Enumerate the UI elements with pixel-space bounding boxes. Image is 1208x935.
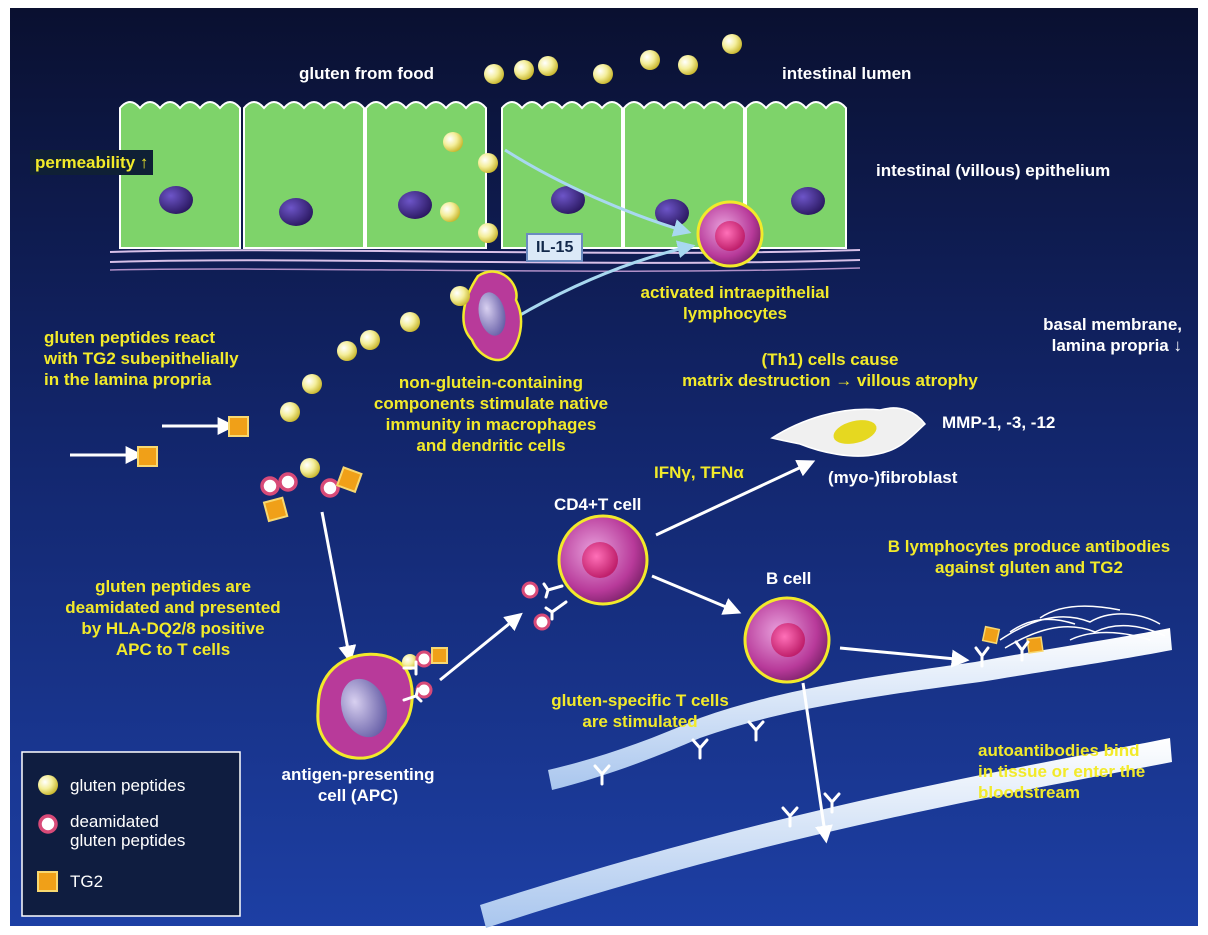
activated-lymphocytes-line-2: lymphocytes: [626, 303, 844, 324]
deamidated-peptide: [280, 474, 296, 490]
tg2: [229, 417, 248, 436]
gluten-specific-line-2: are stimulated: [530, 711, 750, 732]
tg2: [264, 498, 287, 521]
gluten-react-line-1: gluten peptides react: [44, 327, 239, 348]
gluten-specific-line-1: gluten-specific T cells: [530, 690, 750, 711]
epithelium-cell: [502, 102, 622, 248]
gluten-peptide: [484, 64, 504, 84]
basal-membrane-label: basal membrane, lamina propria ↓: [1000, 314, 1182, 356]
deamidated-peptide: [535, 615, 549, 629]
activated-lymphocyte: [698, 202, 762, 266]
non-glutein-line-3: immunity in macrophages: [360, 414, 622, 435]
gluten-peptide: [514, 60, 534, 80]
epithelium-nucleus: [159, 186, 193, 214]
il15-label: IL-15: [526, 233, 583, 262]
apc-label: antigen-presenting cell (APC): [258, 764, 458, 806]
activated-lymphocytes-line-1: activated intraepithelial: [626, 282, 844, 303]
gluten-peptide: [478, 223, 498, 243]
non-glutein-line-4: and dendritic cells: [360, 435, 622, 456]
epithelium-cell: [120, 102, 240, 248]
gluten-peptide: [538, 56, 558, 76]
autoantibodies-line-3: bloodstream: [978, 782, 1145, 803]
epithelium-cell: [244, 102, 364, 248]
tg2-in-matrix: [1027, 637, 1043, 653]
deamidated-peptide: [523, 583, 537, 597]
deamidated-presented-line-3: by HLA-DQ2/8 positive: [48, 618, 298, 639]
non-glutein-line-2: components stimulate native: [360, 393, 622, 414]
autoantibodies-line-2: in tissue or enter the: [978, 761, 1145, 782]
b-cell-label: B cell: [766, 568, 811, 589]
mmp-label: MMP-1, -3, -12: [942, 412, 1055, 433]
gluten-specific-label: gluten-specific T cells are stimulated: [530, 690, 750, 732]
legend-gluten-peptide-swatch: [38, 775, 58, 795]
gluten-peptide: [593, 64, 613, 84]
gluten-peptide: [722, 34, 742, 54]
fibroblast-label: (myo-)fibroblast: [828, 467, 957, 488]
deamidated-presented-label: gluten peptides are deamidated and prese…: [48, 576, 298, 660]
tg2: [432, 648, 447, 663]
gluten-peptide: [440, 202, 460, 222]
deamidated-peptide: [417, 652, 431, 666]
epithelium-cell: [366, 102, 486, 248]
apc-line-2: cell (APC): [258, 785, 458, 806]
autoantibodies-line-1: autoantibodies bind: [978, 740, 1145, 761]
gluten-peptide: [478, 153, 498, 173]
gluten-peptide: [360, 330, 380, 350]
gluten-peptide: [337, 341, 357, 361]
tg2-in-matrix: [983, 627, 1000, 644]
gluten-react-line-2: with TG2 subepithelially: [44, 348, 239, 369]
legend-tg2-swatch: [38, 872, 57, 891]
intestinal-lumen-label: intestinal lumen: [782, 63, 911, 84]
tg2: [138, 447, 157, 466]
autoantibodies-label: autoantibodies bind in tissue or enter t…: [978, 740, 1145, 803]
activated-lymphocytes-label: activated intraepithelial lymphocytes: [626, 282, 844, 324]
gluten-from-food-label: gluten from food: [299, 63, 434, 84]
gluten-peptide: [280, 402, 300, 422]
legend-tg2-label: TG2: [70, 872, 103, 891]
b-cell: [745, 598, 829, 682]
th1-cells-line-1: (Th1) cells cause: [650, 349, 1010, 370]
deamidated-presented-line-4: APC to T cells: [48, 639, 298, 660]
b-lymphocytes-line-2: against gluten and TG2: [862, 557, 1196, 578]
legend-gluten-peptides-label: gluten peptides: [70, 776, 185, 795]
epithelium-nucleus: [398, 191, 432, 219]
epithelium-label: intestinal (villous) epithelium: [876, 160, 1110, 181]
epithelium-nucleus: [279, 198, 313, 226]
gluten-peptide: [443, 132, 463, 152]
deamidated-presented-line-1: gluten peptides are: [48, 576, 298, 597]
gluten-peptide: [302, 374, 322, 394]
th1-cells-line-2: matrix destruction → villous atrophy: [650, 370, 1010, 391]
basal-membrane-line-2: lamina propria ↓: [1000, 335, 1182, 356]
legend-deamidated-line-2: gluten peptides: [70, 831, 185, 850]
basal-membrane-line-1: basal membrane,: [1000, 314, 1182, 335]
th1-cells-label: (Th1) cells cause matrix destruction → v…: [650, 349, 1010, 391]
b-lymphocytes-label: B lymphocytes produce antibodies against…: [862, 536, 1196, 578]
deamidated-peptide: [322, 480, 338, 496]
non-glutein-label: non-glutein-containing components stimul…: [360, 372, 622, 456]
gluten-peptide: [640, 50, 660, 70]
apc-line-1: antigen-presenting: [258, 764, 458, 785]
legend-deamidated-label: deamidated gluten peptides: [70, 812, 185, 850]
gluten-peptide: [678, 55, 698, 75]
gluten-peptide: [400, 312, 420, 332]
gluten-peptide: [450, 286, 470, 306]
non-glutein-line-1: non-glutein-containing: [360, 372, 622, 393]
cd4-t-cell-label: CD4+T cell: [554, 494, 641, 515]
legend-deamidated-line-1: deamidated: [70, 812, 185, 831]
cd4-t-cell: [559, 516, 647, 604]
b-lymphocytes-line-1: B lymphocytes produce antibodies: [862, 536, 1196, 557]
ifn-label: IFNγ, TFNα: [654, 462, 744, 483]
gluten-peptide: [300, 458, 320, 478]
epithelium-nucleus: [791, 187, 825, 215]
legend-deamidated-peptide-swatch: [40, 816, 56, 832]
gluten-react-line-3: in the lamina propria: [44, 369, 239, 390]
permeability-label: permeability ↑: [30, 150, 153, 175]
gluten-react-label: gluten peptides react with TG2 subepithe…: [44, 327, 239, 390]
deamidated-peptide: [262, 478, 278, 494]
deamidated-presented-line-2: deamidated and presented: [48, 597, 298, 618]
